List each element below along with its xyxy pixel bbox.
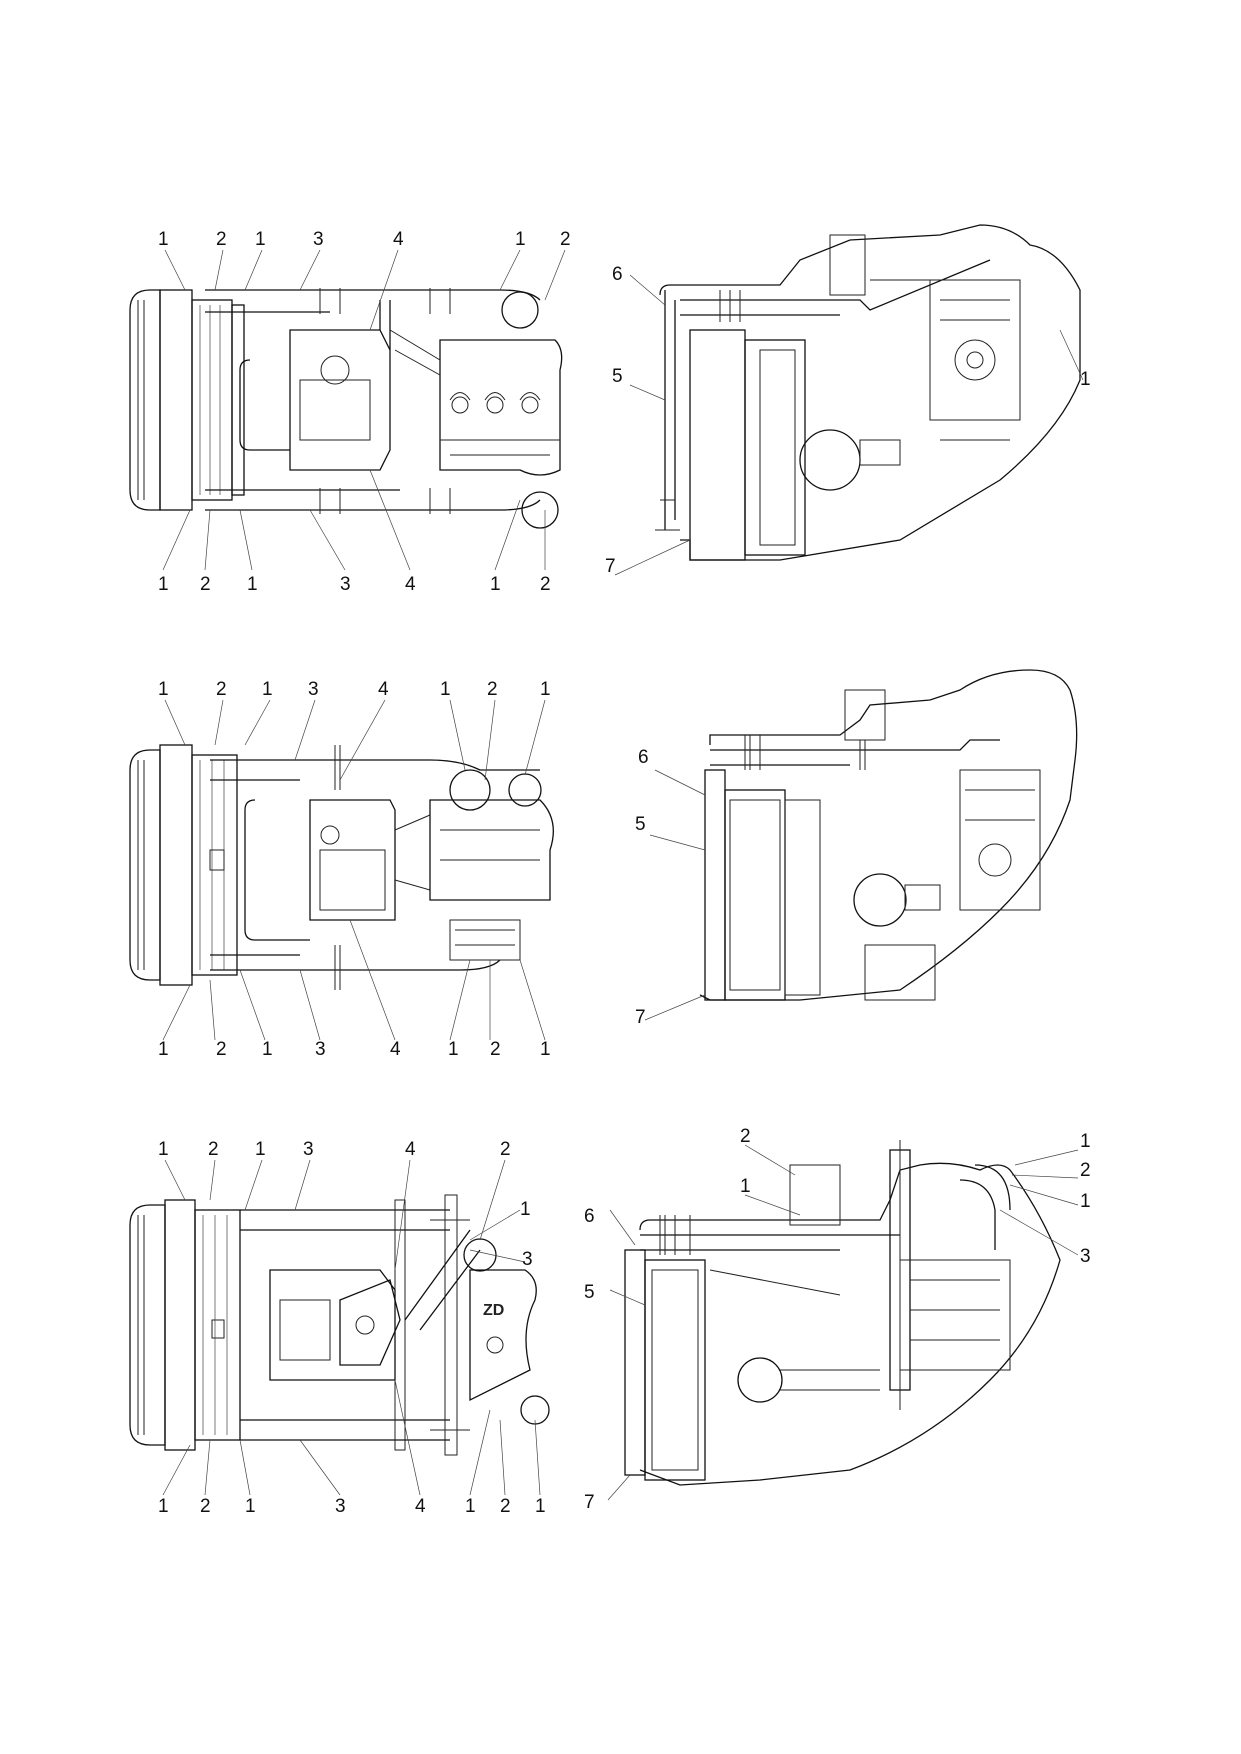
fig1-callout-bottom-6: 1	[490, 574, 501, 595]
fig1-callout-bottom-1: 1	[158, 574, 169, 595]
fig2-callout-side-7: 7	[635, 1007, 646, 1028]
fig3-callout-top-5: 4	[405, 1139, 416, 1160]
fig2-callout-bottom-4: 3	[315, 1039, 326, 1060]
fig2-callout-bottom-8: 1	[540, 1039, 551, 1060]
fig2-callout-bottom-3: 1	[262, 1039, 273, 1060]
fig3-callout-top-1: 1	[158, 1139, 169, 1160]
fig3-callouts: 1 2 1 3 4 2 1 3 1 2 1 3 4 1 2 1 2 1 6 5 …	[158, 1126, 1091, 1517]
fig3-callout-top-3: 1	[255, 1139, 266, 1160]
fig1-callout-top-7: 2	[560, 229, 571, 250]
fig1-callout-top-3: 1	[255, 229, 266, 250]
fig1-callout-top-1: 1	[158, 229, 169, 250]
fig3-callout-top-8: 3	[522, 1249, 533, 1270]
fig3-callout-side-1b: 1	[1080, 1131, 1091, 1152]
fig2-callout-top-3: 1	[262, 679, 273, 700]
fig3-top-view: ZD	[129, 1159, 550, 1496]
fig1-callout-top-5: 4	[393, 229, 404, 250]
fig2-side-view	[644, 669, 1078, 1021]
fig1-callout-bottom-7: 2	[540, 574, 551, 595]
fig3-callout-bottom-2: 2	[200, 1496, 211, 1517]
fig2-callout-top-1: 1	[158, 679, 169, 700]
fig2-callout-bottom-7: 2	[490, 1039, 501, 1060]
fig3-callout-side-1c: 1	[1080, 1191, 1091, 1212]
fig2-callout-top-4: 3	[308, 679, 319, 700]
fig3-callout-bottom-4: 3	[335, 1496, 346, 1517]
fig2-callout-top-6: 1	[440, 679, 451, 700]
fig3-callout-side-2a: 2	[740, 1126, 751, 1147]
fig1-callout-bottom-5: 4	[405, 574, 416, 595]
fig2-callout-bottom-2: 2	[216, 1039, 227, 1060]
fig1-callout-bottom-4: 3	[340, 574, 351, 595]
fig3-callout-top-6: 2	[500, 1139, 511, 1160]
fig2-callout-side-5: 5	[635, 814, 646, 835]
fig2-callout-bottom-1: 1	[158, 1039, 169, 1060]
fig3-callout-side-5: 5	[584, 1282, 595, 1303]
fig2-callout-top-8: 1	[540, 679, 551, 700]
fig3-side-view	[607, 1140, 1079, 1501]
fig2-callout-bottom-5: 4	[390, 1039, 401, 1060]
fig1-side-view	[614, 224, 1084, 576]
fig1-callout-side-6: 6	[612, 264, 623, 285]
fig2-callout-top-5: 4	[378, 679, 389, 700]
fig3-callout-side-3: 3	[1080, 1246, 1091, 1267]
fig3-callout-bottom-6: 1	[465, 1496, 476, 1517]
fig2-callout-bottom-6: 1	[448, 1039, 459, 1060]
fig1-callout-bottom-2: 2	[200, 574, 211, 595]
fig1-callout-top-2: 2	[216, 229, 227, 250]
fig3-callout-bottom-5: 4	[415, 1496, 426, 1517]
fig3-callout-top-7: 1	[520, 1199, 531, 1220]
fig3-callout-bottom-7: 2	[500, 1496, 511, 1517]
fig2-callout-top-2: 2	[216, 679, 227, 700]
fig2-callout-side-6: 6	[638, 747, 649, 768]
fig1-top-view	[129, 249, 566, 571]
fig1-callout-bottom-3: 1	[247, 574, 258, 595]
engine-marking: ZD	[483, 1302, 504, 1319]
fig1-callout-top-4: 3	[313, 229, 324, 250]
fig2-top-view	[129, 699, 554, 1041]
fig2-callout-top-7: 2	[487, 679, 498, 700]
fig2-callouts: 1 2 1 3 4 1 2 1 1 2 1 3 4 1 2 1 6 5 7	[158, 679, 649, 1060]
fig3-callout-bottom-1: 1	[158, 1496, 169, 1517]
fig3-callout-side-7: 7	[584, 1492, 595, 1513]
fig3-callout-top-2: 2	[208, 1139, 219, 1160]
fig1-callout-side-7: 7	[605, 556, 616, 577]
fig3-callout-side-2b: 2	[1080, 1160, 1091, 1181]
fig3-callout-side-1a: 1	[740, 1176, 751, 1197]
fig1-callout-side-5: 5	[612, 366, 623, 387]
fig3-callout-side-6: 6	[584, 1206, 595, 1227]
fig1-callout-top-6: 1	[515, 229, 526, 250]
fig1-callout-side-1: 1	[1080, 369, 1091, 390]
fig3-callout-bottom-8: 1	[535, 1496, 546, 1517]
fig3-callout-bottom-3: 1	[245, 1496, 256, 1517]
fig1-callouts: 1 2 1 3 4 1 2 1 2 1 3 4 1 2 6 5 7 1	[158, 229, 1091, 595]
fig3-callout-top-4: 3	[303, 1139, 314, 1160]
